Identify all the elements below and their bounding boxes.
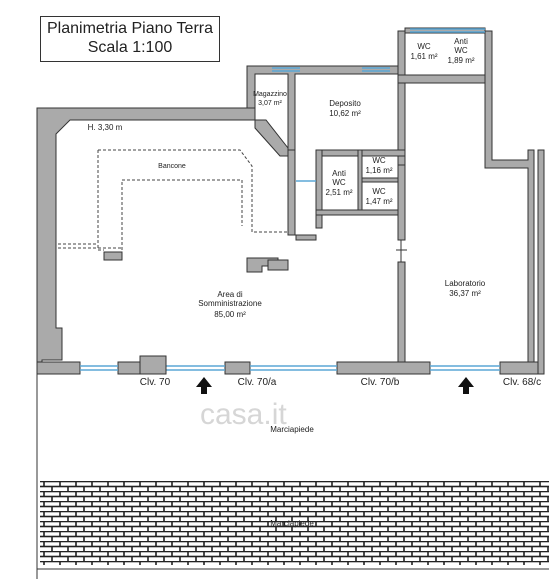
laboratorio-label: Laboratorio	[445, 279, 486, 288]
windows	[80, 28, 500, 371]
antiwc-mid-label-1: Anti	[332, 169, 346, 178]
pillar-70	[139, 355, 167, 375]
bancone-outline	[58, 149, 288, 251]
area-somm-label-2: Somministrazione	[198, 299, 262, 308]
antiwc-top-area: 1,89 m²	[447, 56, 474, 65]
magazzino-area: 3,07 m²	[258, 100, 282, 107]
civico-68c: Clv. 68/c	[503, 377, 541, 388]
door-mark	[396, 240, 407, 262]
laboratorio-area: 36,37 m²	[449, 289, 481, 298]
area-somm-area: 85,00 m²	[214, 310, 246, 319]
brick-pavement	[40, 481, 549, 565]
height-label: H. 3,30 m	[88, 123, 123, 132]
wc-mid1-area: 1,16 m²	[365, 166, 392, 175]
magazzino-label: Magazzino	[253, 91, 287, 98]
wc-mid2-area: 1,47 m²	[365, 197, 392, 206]
walls	[36, 27, 545, 375]
title-line-1: Planimetria Piano Terra	[46, 20, 213, 37]
wc-top-label: WC	[417, 42, 431, 51]
entrance-arrow-icon	[196, 377, 474, 394]
civico-70b: Clv. 70/b	[361, 377, 400, 388]
marciapiede-2-label: Marciapiede	[270, 519, 314, 528]
antiwc-top-label-2: WC	[454, 46, 468, 55]
antiwc-mid-area: 2,51 m²	[325, 188, 352, 197]
wc-top-area: 1,61 m²	[410, 52, 437, 61]
area-somm-label-1: Area di	[217, 290, 243, 299]
title-box: Planimetria Piano Terra Scala 1:100	[40, 16, 220, 62]
bancone-label: Bancone	[158, 163, 186, 170]
wc-mid2-label: WC	[372, 187, 386, 196]
title-line-2: Scala 1:100	[87, 39, 173, 56]
antiwc-mid-label-2: WC	[332, 178, 346, 187]
watermark-text: casa.it	[200, 398, 287, 431]
civico-70a: Clv. 70/a	[238, 377, 277, 388]
deposito-area: 10,62 m²	[329, 109, 361, 118]
antiwc-top-label-1: Anti	[454, 37, 468, 46]
deposito-label: Deposito	[329, 99, 361, 108]
marciapiede-1-label: Marciapiede	[270, 425, 314, 434]
civico-70: Clv. 70	[140, 377, 171, 388]
wc-mid1-label: WC	[372, 156, 386, 165]
